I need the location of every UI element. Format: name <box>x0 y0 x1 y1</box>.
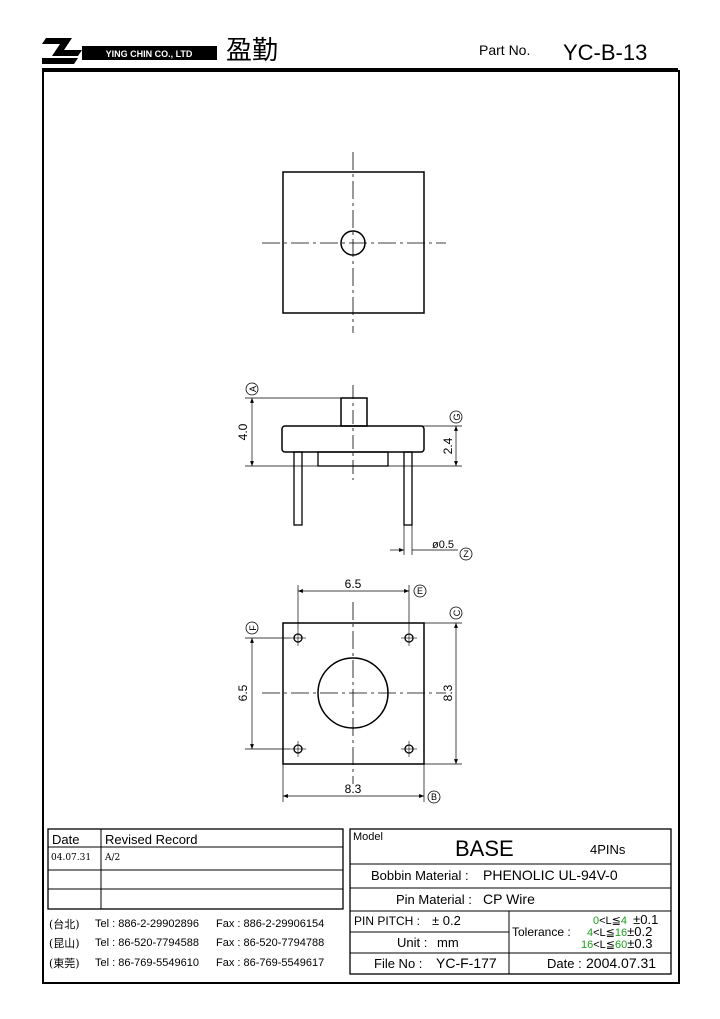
contact-city: (台北) <box>49 918 80 931</box>
company-name: YING CHIN CO., LTD <box>106 49 193 59</box>
tolerance-label: Tolerance : <box>512 925 571 939</box>
contact-city: (昆山) <box>49 937 80 950</box>
tolerance-value: ±0.3 <box>627 936 653 951</box>
dim-height: 4.0 <box>236 423 250 440</box>
contact-fax: Fax : 86-769-5549617 <box>216 957 325 969</box>
tolerance-row: 16<L≦60±0.3 <box>581 936 653 951</box>
dim-body-w: 8.3 <box>345 782 362 796</box>
company-name-cjk: 盈勤 <box>226 36 279 66</box>
pin-material-label: Pin Material : <box>396 892 472 907</box>
header: YING CHIN CO., LTD 盈勤 Part No. YC-B-13 <box>0 0 720 70</box>
dim-pin-span-y: 6.5 <box>236 684 250 701</box>
drawing-frame <box>42 70 680 984</box>
contact-tel: Tel : 86-520-7794588 <box>95 937 199 949</box>
tolerance-lo: 16 <box>581 939 594 951</box>
dim-pin-span-x: 6.5 <box>345 577 362 591</box>
pin-count: 4PINs <box>590 842 626 857</box>
header-rule <box>42 68 678 70</box>
pin-pitch-label: PIN PITCH : <box>354 914 421 928</box>
datum-b: B <box>431 792 437 802</box>
part-no-label: Part No. <box>479 42 531 58</box>
tolerance-row: 0<L≦4 ±0.1 <box>593 912 659 927</box>
tolerance-lo: 4 <box>587 927 594 939</box>
side-view-pin-left <box>293 451 303 526</box>
side-view: 4.0 A 2.4 G ø0.5 Z <box>236 382 473 561</box>
tolerance-hi: 60 <box>615 939 628 951</box>
model-value: BASE <box>455 836 514 861</box>
revision-date-header: Date <box>52 832 80 847</box>
pin-hole <box>401 630 417 646</box>
pin-pitch-value: ± 0.2 <box>432 913 461 928</box>
contact-fax: Fax : 86-520-7794788 <box>216 937 325 949</box>
bottom-view: 6.5 E 6.5 F 8.3 C 8.3 B <box>236 577 463 804</box>
contact-city: (東莞) <box>49 957 80 970</box>
bobbin-material-label: Bobbin Material : <box>371 868 469 883</box>
side-view-pin-right <box>403 451 413 526</box>
top-view-outline <box>282 171 425 314</box>
part-no-value: YC-B-13 <box>563 40 648 65</box>
contact-fax: Fax : 886-2-29906154 <box>216 918 325 930</box>
model-label: Model <box>353 831 383 843</box>
datum-e: E <box>417 586 423 596</box>
side-view-boss <box>340 397 368 427</box>
top-view <box>262 152 446 333</box>
revision-record-header: Revised Record <box>105 832 198 847</box>
datum-f: F <box>248 625 258 631</box>
bottom-view-outline <box>282 622 425 765</box>
datum-c: C <box>452 609 462 616</box>
unit-label: Unit : <box>397 935 428 950</box>
dim-pin: ø0.5 <box>432 539 454 551</box>
tolerance-value: ±0.1 <box>633 912 659 927</box>
contact-tel: Tel : 86-769-5549610 <box>95 957 199 969</box>
datum-a: A <box>248 386 258 392</box>
unit-value: mm <box>437 935 459 950</box>
datum-z: Z <box>463 549 469 559</box>
title-block-lines <box>47 828 672 975</box>
file-no-value: YC-F-177 <box>436 955 497 971</box>
pin-material-value: CP Wire <box>483 891 535 907</box>
contact-tel: Tel : 886-2-29902896 <box>95 918 199 930</box>
pin-hole <box>290 741 306 757</box>
tolerance-value: ±0.2 <box>627 924 653 939</box>
tolerance-hi: 4 <box>620 915 628 927</box>
revision-row-record: A/2 <box>105 853 121 863</box>
company-logo: YING CHIN CO., LTD <box>42 38 217 64</box>
date-value: 2004.07.31 <box>586 955 657 971</box>
revision-row-date: 04.07.31 <box>51 853 92 863</box>
date-label: Date : <box>547 956 582 971</box>
datum-g: G <box>452 413 462 420</box>
tolerance-lo: 0 <box>593 915 600 927</box>
dim-body: 2.4 <box>441 437 455 454</box>
file-no-label: File No : <box>374 956 423 971</box>
pin-hole <box>290 630 306 646</box>
bobbin-material-value: PHENOLIC UL-94V-0 <box>483 867 618 883</box>
pin-hole <box>401 741 417 757</box>
dim-body-h: 8.3 <box>441 684 455 701</box>
tolerance-hi: 16 <box>614 927 628 939</box>
tolerance-row: 4<L≦16±0.2 <box>587 924 653 939</box>
